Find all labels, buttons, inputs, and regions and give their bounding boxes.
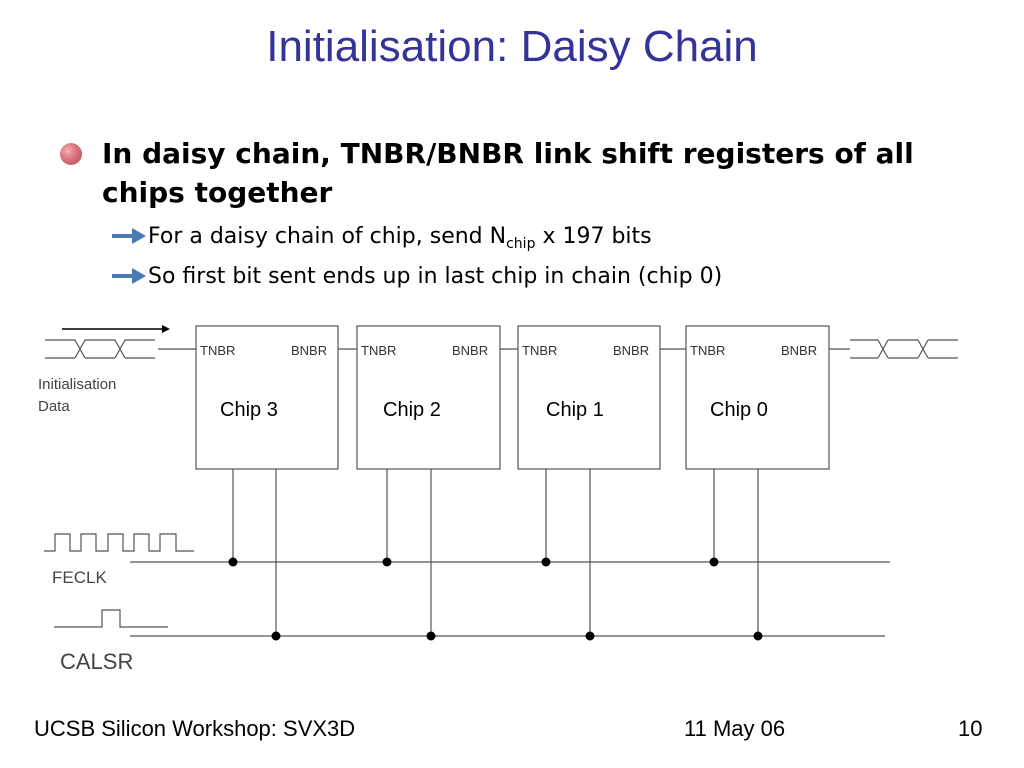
port-label: BNBR bbox=[452, 343, 488, 358]
arrowhead-icon bbox=[162, 325, 170, 333]
chip-name: Chip 2 bbox=[383, 399, 441, 421]
port-label: TNBR bbox=[522, 343, 557, 358]
input-data-waveform bbox=[45, 339, 155, 359]
input-label-line1: Initialisation bbox=[38, 376, 116, 393]
daisy-chain-diagram: TNBR BNBR TNBR BNBR TNBR BNBR TNBR BNBR … bbox=[38, 325, 958, 674]
bullet-circle-icon bbox=[60, 143, 82, 165]
footer-title: UCSB Silicon Workshop: SVX3D bbox=[34, 716, 356, 741]
output-data-waveform bbox=[829, 339, 958, 359]
junction-dots bbox=[228, 557, 763, 641]
chip-box bbox=[517, 325, 661, 470]
sub-bullet-1-text: For a daisy chain of chip, send N bbox=[148, 224, 507, 249]
feclk-label: FECLK bbox=[52, 568, 107, 587]
chip-box bbox=[195, 325, 339, 470]
chip-box bbox=[356, 325, 501, 470]
subscript-chip: chip bbox=[506, 236, 536, 252]
slide-title: Initialisation: Daisy Chain bbox=[266, 22, 758, 71]
port-label: TNBR bbox=[200, 343, 235, 358]
main-bullet-text: In daisy chain, TNBR/BNBR link shift reg… bbox=[102, 137, 914, 209]
calsr-label: CALSR bbox=[60, 649, 133, 674]
port-label: BNBR bbox=[291, 343, 327, 358]
sub-bullet-1: For a daisy chain of chip, send Nchip x … bbox=[148, 224, 652, 252]
chip-name: Chip 1 bbox=[546, 399, 604, 421]
port-label: BNBR bbox=[613, 343, 649, 358]
footer-date: 11 May 06 bbox=[684, 716, 786, 741]
sub-bullet-1-suffix: x 197 bits bbox=[535, 224, 652, 249]
chip-name: Chip 0 bbox=[710, 399, 768, 421]
port-label: BNBR bbox=[781, 343, 817, 358]
port-label: TNBR bbox=[690, 343, 725, 358]
feclk-waveform bbox=[44, 533, 194, 552]
calsr-waveform bbox=[54, 609, 168, 628]
port-label: TNBR bbox=[361, 343, 396, 358]
sub-bullet-2: So first bit sent ends up in last chip i… bbox=[148, 264, 723, 289]
page-number: 10 bbox=[958, 716, 983, 741]
arrow-bullet-icon bbox=[112, 268, 146, 284]
input-label-line2: Data bbox=[38, 398, 70, 415]
chip-box bbox=[685, 325, 830, 470]
arrow-bullet-icon bbox=[112, 228, 146, 244]
chip-name: Chip 3 bbox=[220, 399, 278, 421]
